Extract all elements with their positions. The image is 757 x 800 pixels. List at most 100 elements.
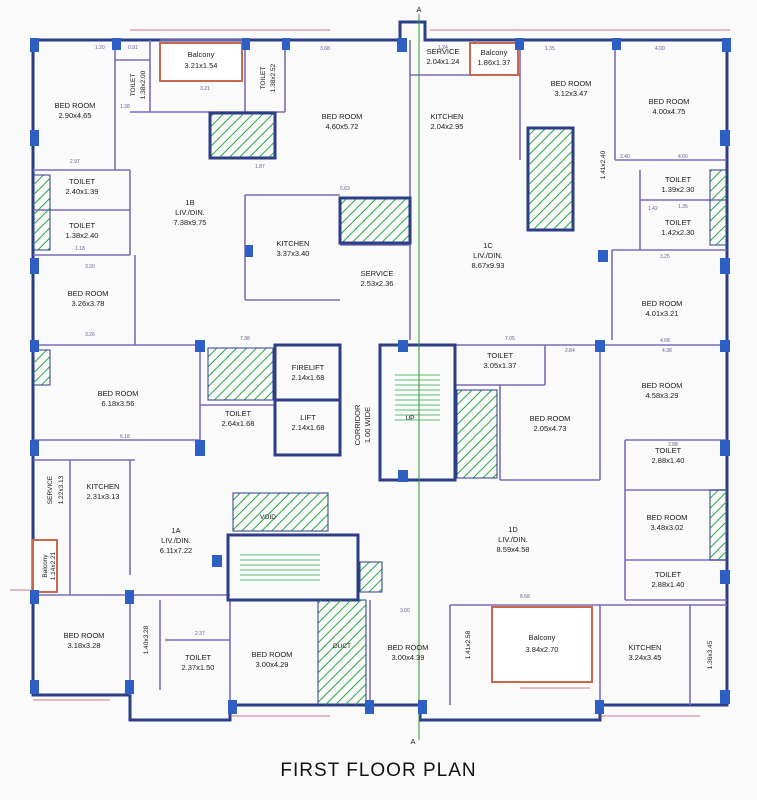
- service-top-right-name: SERVICE: [427, 47, 460, 56]
- bedroom-top-right-2-name: BED ROOM: [649, 97, 690, 106]
- toilet-center-right-dim: 3.05x1.37: [484, 361, 517, 370]
- balcony-bottom: [491, 606, 593, 683]
- toilet-top-left-2-dim: 1.38x2.52: [270, 63, 277, 92]
- dim-label: 1.42: [648, 206, 658, 212]
- balcony-bottom-name: Balcony: [529, 633, 556, 642]
- unit-1a-dim: 6.11x7.22: [160, 546, 192, 555]
- columns: [30, 38, 731, 714]
- bedroom-left-2-name: BED ROOM: [68, 289, 109, 298]
- kitchen-bottom-right-name: KITCHEN: [629, 643, 662, 652]
- duct-center: [338, 196, 412, 245]
- unit-1d-name: LIV./DIN.: [498, 535, 528, 544]
- void-label: VOID: [260, 514, 276, 521]
- bedroom-left-3-dim: 6.18x3.56: [102, 399, 135, 408]
- bedroom-center-right-name: BED ROOM: [530, 414, 571, 423]
- toilet-center-left-dim: 2.64x1.68: [222, 419, 255, 428]
- firelift-name: FIRELIFT: [292, 363, 325, 372]
- dim-label: 1.18: [75, 246, 85, 252]
- dim-label: 1.38: [120, 104, 130, 110]
- duct-mid-left: [207, 347, 274, 401]
- section-marker-bottom: A: [410, 737, 415, 746]
- bedroom-bottom-left-dim: 3.18x3.28: [68, 641, 101, 650]
- dim-label: 3.26: [85, 332, 95, 338]
- bedroom-bottom-left-name: BED ROOM: [64, 631, 105, 640]
- toilet-left-2-dim: 1.38x2.40: [66, 231, 99, 240]
- dim-label: 1.35: [678, 204, 688, 210]
- toilet-right-3-name: TOILET: [655, 446, 682, 455]
- unit-1a-name: LIV./DIN.: [161, 536, 191, 545]
- duct-top-right: [526, 126, 575, 232]
- balcony-left-dim: 1.14x2.21: [50, 551, 57, 580]
- toilet-right-4-name: TOILET: [655, 570, 682, 579]
- dim-label: 4.00: [678, 154, 688, 160]
- service-center-name: SERVICE: [361, 269, 394, 278]
- toilet-center-left-name: TOILET: [225, 409, 252, 418]
- balcony-top-left-name: Balcony: [188, 50, 215, 59]
- duct-right-edge: [709, 169, 728, 246]
- dim-label: 2.88: [668, 442, 678, 448]
- section-marker-top: A: [416, 5, 421, 14]
- service-center-dim: 2.53x2.36: [361, 279, 394, 288]
- unit-1c-code: 1C: [483, 241, 493, 250]
- unit-1b-code: 1B: [185, 198, 194, 207]
- toilet-center-right-name: TOILET: [487, 351, 514, 360]
- bedroom-right-5-dim: 3.48x3.02: [651, 523, 684, 532]
- duct-lower: [232, 492, 329, 532]
- dim-label: 2.97: [70, 159, 80, 165]
- dim-label: 3.00: [400, 608, 410, 614]
- toilet-right-2-dim: 1.42x2.30: [662, 228, 695, 237]
- dim-label: 0.91: [128, 45, 138, 51]
- ducts: [32, 111, 728, 706]
- toilet-right-3-dim: 2.88x1.40: [652, 456, 685, 465]
- bedroom-top-center-name: BED ROOM: [322, 112, 363, 121]
- bedroom-bottom-center-1-name: BED ROOM: [252, 650, 293, 659]
- lift-name: LIFT: [300, 413, 316, 422]
- bedroom-right-3-name: BED ROOM: [642, 299, 683, 308]
- service-top-right-dim: 2.04x1.24: [427, 57, 460, 66]
- kitchen-left-dim: 2.31x3.13: [87, 492, 120, 501]
- toilet-top-left-2-name: TOILET: [260, 67, 267, 90]
- bedroom-right-4-name: BED ROOM: [642, 381, 683, 390]
- bedroom-left-2-dim: 3.26x3.78: [72, 299, 105, 308]
- balconies: [32, 42, 593, 683]
- bedroom-left-3-name: BED ROOM: [98, 389, 139, 398]
- dim-label: 1.35: [545, 46, 555, 52]
- bedroom-top-left-name: BED ROOM: [55, 101, 96, 110]
- balcony-left: [32, 539, 58, 593]
- bedroom-right-5-name: BED ROOM: [647, 513, 688, 522]
- bedroom-right-4-dim: 4.58x3.29: [646, 391, 679, 400]
- dim-label: 3.25: [660, 254, 670, 260]
- duct-bottom-name: DUCT: [333, 643, 351, 650]
- duct-left-edge: [32, 174, 51, 251]
- kitchen-bottom-right-dim: 3.24x3.45: [629, 653, 662, 662]
- toilet-bottom-center-dim: 1.41x2.58: [465, 630, 472, 659]
- bedroom-top-left-dim: 2.90x4.65: [59, 111, 92, 120]
- bedroom-right-3-dim: 4.01x3.21: [646, 309, 679, 318]
- toilet-left-1-name: TOILET: [69, 177, 96, 186]
- toilet-bottom-left-1-dim: 1.40x3.28: [143, 625, 150, 654]
- stair-up-label: UP: [405, 415, 414, 422]
- stair-treads: [240, 374, 440, 581]
- toilet-bottom-left-2-dim: 2.37x1.50: [182, 663, 215, 672]
- corridor-name: CORRIDOR: [353, 404, 362, 445]
- duct-left-lower: [32, 349, 51, 386]
- bedroom-top-center-dim: 4.60x5.72: [326, 122, 359, 131]
- balcony-bottom-dim: 3.84x2.70: [526, 645, 559, 654]
- unit-1c-dim: 8.67x9.93: [472, 261, 505, 270]
- outer-walls: [31, 20, 729, 722]
- room-labels: Balcony 3.21x1.54 Balcony 1.86x1.37 Balc…: [42, 47, 714, 672]
- dimension-leaders: [10, 29, 730, 717]
- dim-label: 5.63: [340, 186, 350, 192]
- dim-label: 2.40: [620, 154, 630, 160]
- balcony-top-left-dim: 3.21x1.54: [185, 61, 218, 70]
- dim-label: 4.38: [662, 348, 672, 354]
- dim-label: 3.30: [85, 264, 95, 270]
- service-bottom-right-dim: 1.36x3.45: [707, 640, 714, 669]
- dim-label: 4.00: [655, 46, 665, 52]
- service-left-name: SERVICE: [47, 475, 54, 504]
- unit-1b-dim: 7.38x9.75: [174, 218, 207, 227]
- duct-top-left: [208, 111, 277, 160]
- dim-label: 8.58: [520, 594, 530, 600]
- toilet-right-1-name: TOILET: [665, 175, 692, 184]
